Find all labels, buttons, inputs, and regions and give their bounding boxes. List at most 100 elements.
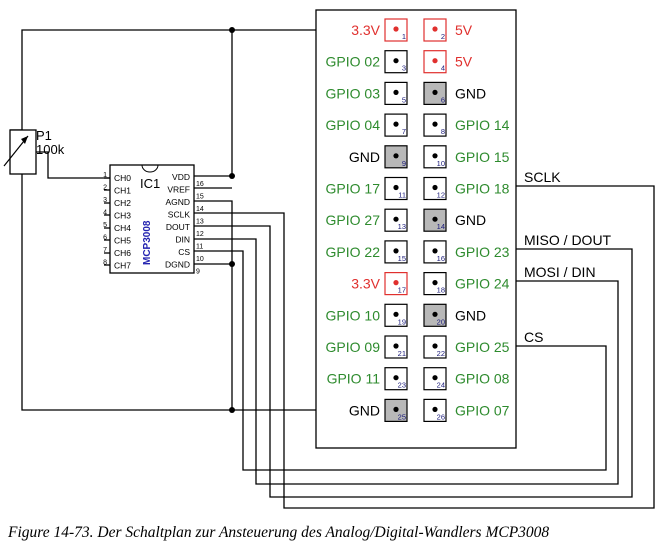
header-pin-label: 5V: [455, 54, 473, 70]
header-pin-number: 17: [398, 286, 406, 295]
wire-vdd: [192, 30, 233, 177]
potentiometer-value: 100k: [36, 142, 65, 157]
wire-din: [192, 238, 619, 485]
ic-pin-name: CH1: [114, 186, 131, 196]
header-pin-number: 14: [437, 222, 445, 231]
header-pin-dot: [393, 58, 399, 64]
ic-pin-number: 11: [196, 244, 203, 251]
header-pin-dot: [432, 58, 438, 64]
ic-pin-name: CH7: [114, 261, 131, 271]
header-pin-dot: [393, 26, 399, 32]
header-pin-label: GPIO 14: [455, 117, 510, 133]
wire-cs: [192, 250, 607, 471]
header-pin-label: GND: [349, 402, 380, 418]
header-pin-dot: [432, 343, 438, 349]
header-pin-number: 3: [402, 64, 406, 73]
header-pin-number: 7: [402, 127, 406, 136]
ic-ref: IC1: [140, 176, 160, 191]
header-pin-number: 6: [441, 95, 445, 104]
header-pin-dot: [393, 311, 399, 317]
junctions: [229, 27, 235, 413]
header-pin-label: GPIO 02: [326, 54, 381, 70]
header-pin-dot: [393, 406, 399, 412]
header-pin-dot: [393, 121, 399, 127]
ic-pin-name: CH0: [114, 173, 131, 183]
ic-right-pins: VDD16VREF15AGND14SCLK13DOUT12DIN11CS10DG…: [165, 172, 204, 276]
wire-sclk: [192, 185, 655, 509]
header-pin-dot: [432, 184, 438, 191]
header-pin-label: GPIO 17: [326, 181, 381, 197]
ic-pin-number: 2: [103, 185, 107, 192]
header-pin-label: 5V: [455, 22, 473, 38]
header-pin-number: 9: [402, 159, 406, 168]
header-pin-dot: [432, 248, 438, 254]
header-pin-label: GPIO 24: [455, 276, 510, 292]
ic-pin-number: 16: [196, 181, 204, 188]
signal-labels: SCLK MISO / DOUT MOSI / DIN CS: [524, 169, 612, 345]
ic-pin-number: 8: [103, 260, 107, 267]
header-pin-number: 11: [398, 191, 406, 200]
header-pin-number: 24: [437, 381, 445, 390]
header-pin-label: GPIO 27: [326, 212, 381, 228]
signal-label-cs: CS: [524, 329, 543, 345]
header-pin-number: 1: [402, 32, 406, 41]
header-pin-number: 18: [437, 286, 445, 295]
header-pin-label: GPIO 25: [455, 339, 510, 355]
header-pin-dot: [393, 153, 399, 159]
header-pin-number: 19: [398, 317, 406, 326]
header-pin-label: GPIO 07: [455, 402, 510, 418]
header-pin-dot: [432, 89, 438, 95]
header-pin-number: 10: [437, 159, 445, 168]
header-pin-number: 15: [398, 254, 406, 263]
header-pin-number: 25: [398, 412, 406, 421]
ic-pin-number: 13: [196, 219, 204, 226]
header-pin-number: 22: [437, 349, 445, 358]
wire-dout: [192, 225, 633, 498]
header-pin-label: GND: [349, 149, 380, 165]
header-pin-dot: [432, 216, 438, 222]
header-pin-dot: [432, 406, 438, 412]
header-outline: [315, 9, 517, 449]
header-pin-number: 12: [437, 191, 445, 200]
header-pin-number: 13: [398, 222, 406, 231]
header-pin-dot: [393, 280, 399, 286]
figure-caption: Figure 14-73. Der Schaltplan zur Ansteue…: [8, 524, 550, 541]
header-pin-label: GPIO 09: [326, 339, 381, 355]
header-pin-dot: [432, 280, 438, 286]
signal-label-miso: MISO / DOUT: [524, 232, 612, 248]
ic-pin-number: 9: [196, 269, 200, 276]
header-pin-dot: [393, 89, 399, 95]
ic-pin-name: SCLK: [168, 210, 191, 220]
ic-pin-number: 4: [103, 210, 107, 217]
header-pin-dot: [393, 216, 399, 222]
ic-pin-number: 3: [103, 197, 107, 204]
ic-pin-number: 12: [196, 231, 204, 238]
ic-pin-number: 5: [103, 222, 107, 229]
ic-pin-name: CH4: [114, 223, 131, 233]
header-pin-label: 3.3V: [351, 22, 380, 38]
header-pin-label: GND: [455, 212, 486, 228]
header-pin-number: 20: [437, 317, 445, 326]
header-pin-dot: [393, 343, 399, 349]
potentiometer: P1 100k: [3, 128, 65, 175]
ic-pin-name: DIN: [175, 235, 190, 245]
ic-pin-number: 10: [196, 256, 204, 263]
ic-pin-name: CS: [178, 247, 190, 257]
header-pin-number: 5: [402, 95, 406, 104]
header-pin-number: 23: [398, 381, 406, 390]
ic-pin-name: DGND: [165, 260, 190, 270]
wire-wiper-ch0: [36, 151, 110, 179]
header-pin-dot: [393, 184, 399, 191]
header-pin-label: GPIO 22: [326, 244, 381, 260]
signal-label-sclk: SCLK: [524, 169, 561, 185]
header-pin-label: GPIO 18: [455, 181, 510, 197]
ic-pin-name: CH2: [114, 198, 131, 208]
ic-pin-name: VDD: [172, 172, 190, 182]
header-pin-dot: [432, 375, 438, 381]
potentiometer-ref: P1: [36, 128, 52, 143]
header-pin-label: GND: [455, 307, 486, 323]
